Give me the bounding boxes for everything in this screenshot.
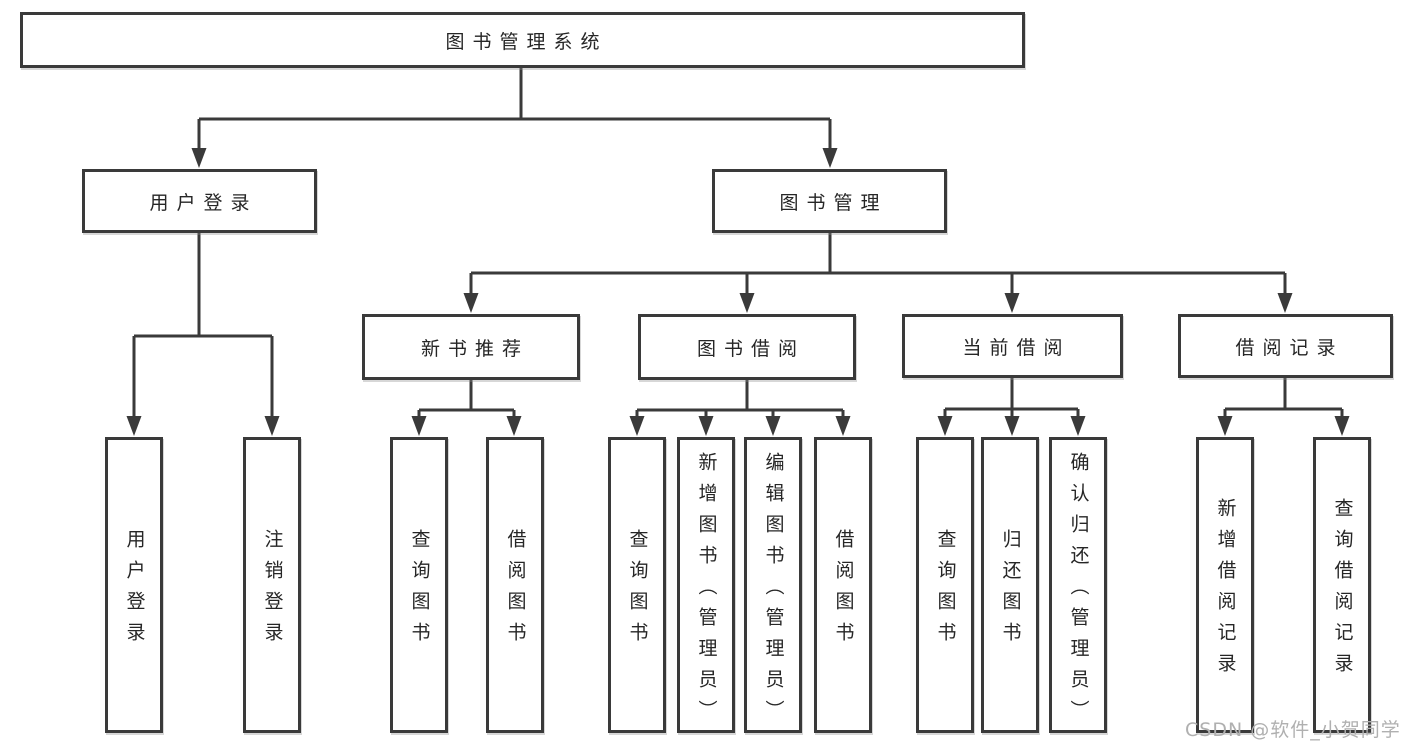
leaf-query-books-borrowing: 查询图书 bbox=[608, 437, 666, 733]
edge-current-borrow-to-leaves bbox=[943, 378, 1080, 421]
edge-root-to-level2 bbox=[197, 67, 832, 152]
leaf-query-books-recommend: 查询图书 bbox=[390, 437, 448, 733]
node-current-borrowing: 当前借阅 bbox=[902, 314, 1123, 378]
leaf-add-books-admin: 新增图书（管理员） bbox=[677, 437, 735, 733]
node-book-management: 图书管理 bbox=[712, 169, 947, 233]
leaf-borrow-books-recommend: 借阅图书 bbox=[486, 437, 544, 733]
edge-book-borrow-to-leaves bbox=[635, 380, 845, 421]
arrowheads bbox=[126, 148, 1350, 436]
leaf-edit-books-admin: 编辑图书（管理员） bbox=[744, 437, 802, 733]
edge-book-mgmt-to-level3 bbox=[469, 233, 1287, 297]
node-user-login: 用户登录 bbox=[82, 169, 317, 233]
node-borrowing-records: 借阅记录 bbox=[1178, 314, 1393, 378]
leaf-borrow-books-borrowing: 借阅图书 bbox=[814, 437, 872, 733]
leaf-add-borrow-record: 新增借阅记录 bbox=[1196, 437, 1254, 733]
csdn-watermark: CSDN @软件_小贺同学 bbox=[1185, 719, 1401, 741]
leaf-logout: 注销登录 bbox=[243, 437, 301, 733]
node-root-system: 图书管理系统 bbox=[20, 12, 1025, 68]
leaf-user-login: 用户登录 bbox=[105, 437, 163, 733]
node-new-book-recommend: 新书推荐 bbox=[362, 314, 580, 380]
edge-borrow-records-to-leaves bbox=[1223, 378, 1344, 421]
leaf-query-books-current: 查询图书 bbox=[916, 437, 974, 733]
leaf-confirm-return-admin: 确认归还（管理员） bbox=[1049, 437, 1107, 733]
edge-user-login-to-leaves bbox=[132, 233, 274, 420]
leaf-query-borrow-record: 查询借阅记录 bbox=[1313, 437, 1371, 733]
edge-new-rec-to-leaves bbox=[417, 380, 516, 421]
node-book-borrowing: 图书借阅 bbox=[638, 314, 856, 380]
leaf-return-books: 归还图书 bbox=[981, 437, 1039, 733]
